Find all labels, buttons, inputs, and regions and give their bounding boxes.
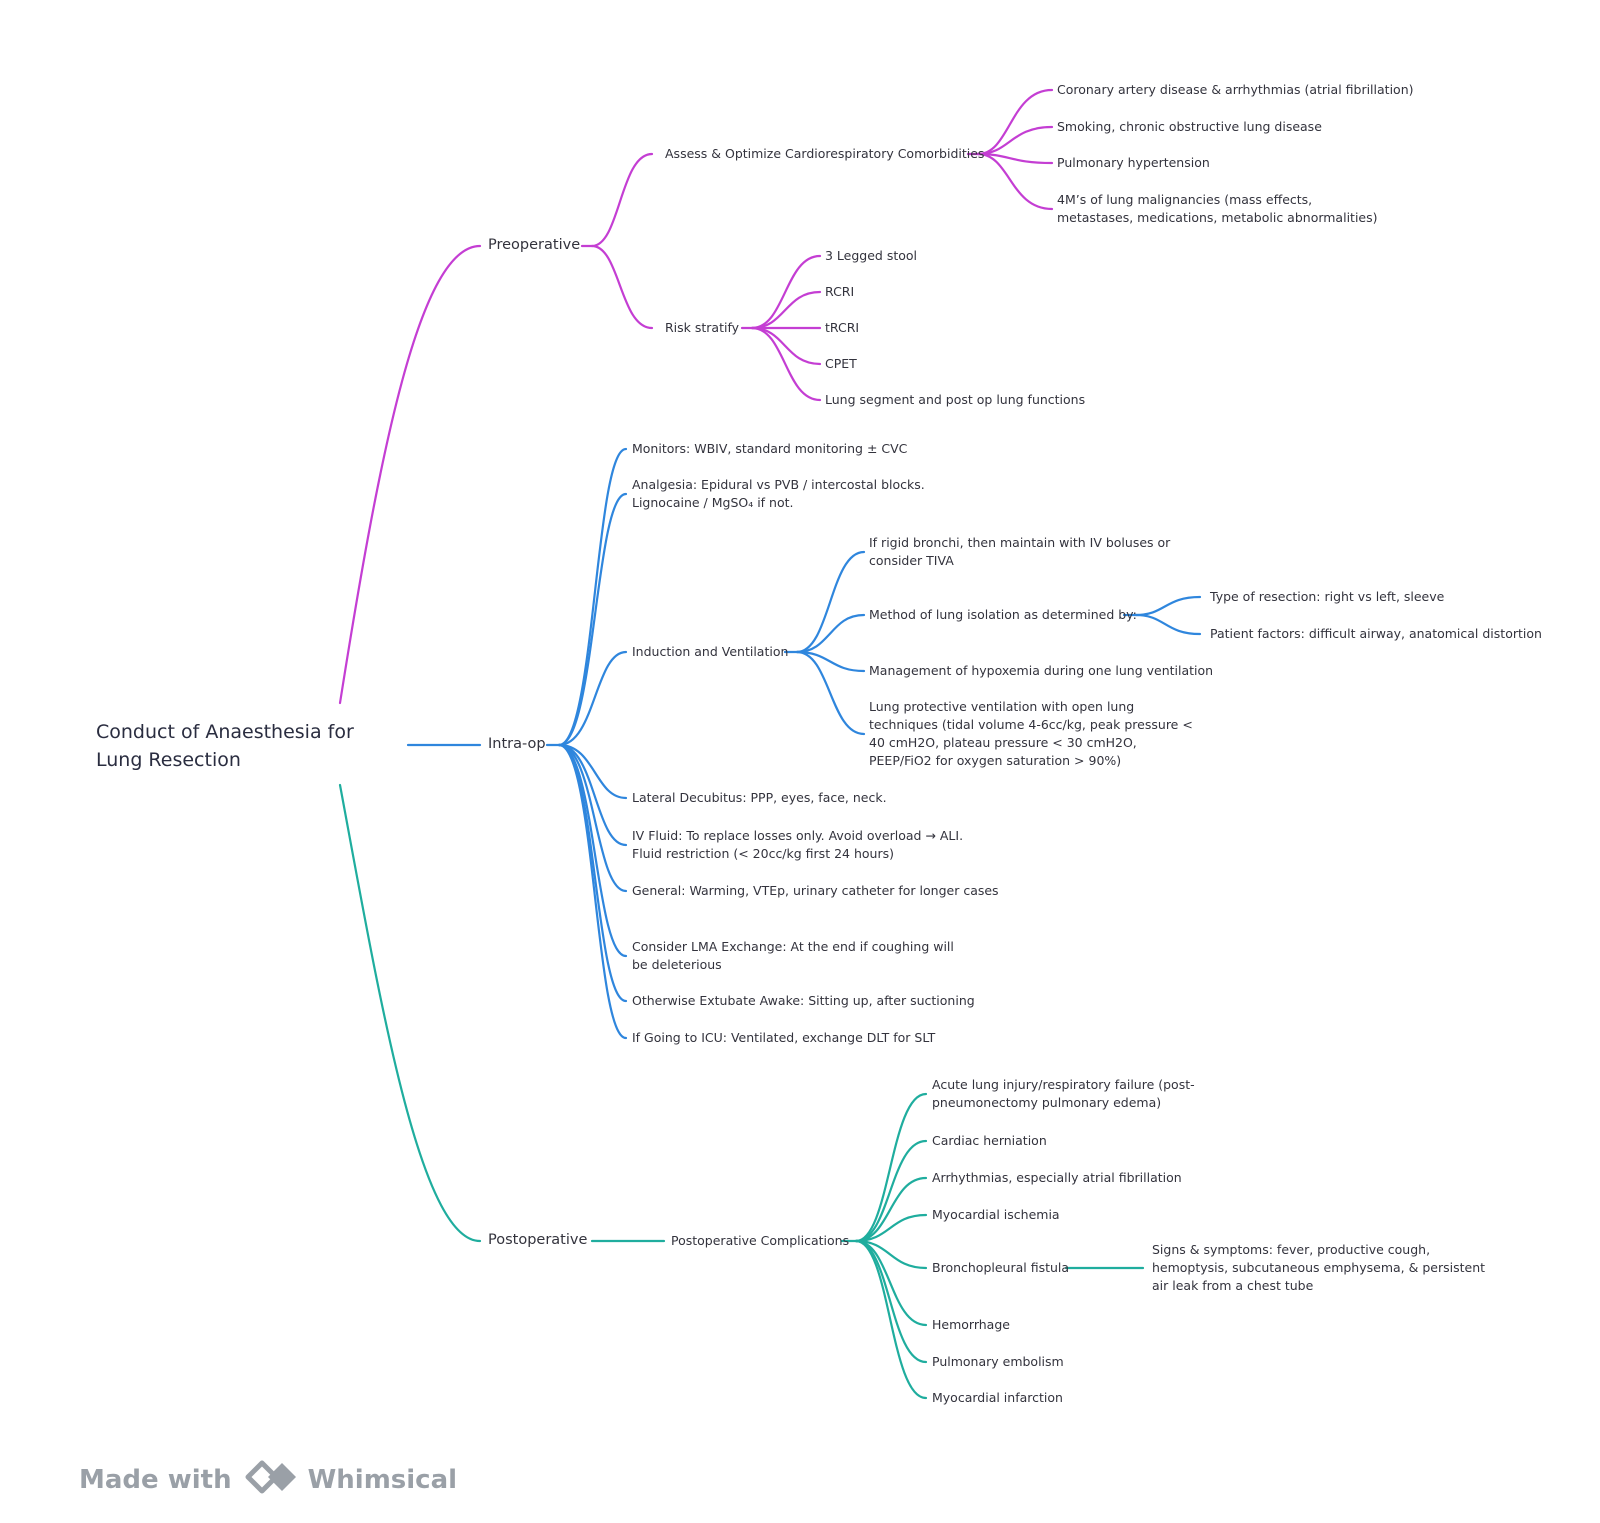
node-hypoxemia-management[interactable]: Management of hypoxemia during one lung … (869, 663, 1214, 678)
node-lma-exchange[interactable]: Consider LMA Exchange: At the end if cou… (632, 939, 954, 972)
node-myocardial-ischemia[interactable]: Myocardial ischemia (932, 1207, 1060, 1222)
node-hemorrhage[interactable]: Hemorrhage (932, 1317, 1010, 1332)
node-myocardial-infarction[interactable]: Myocardial infarction (932, 1390, 1063, 1405)
node-iv-fluid[interactable]: IV Fluid: To replace losses only. Avoid … (632, 828, 964, 861)
node-postoperative-complications[interactable]: Postoperative Complications (671, 1233, 850, 1248)
node-arrhythmias[interactable]: Arrhythmias, especially atrial fibrillat… (932, 1170, 1182, 1185)
intraop-connectors (406, 447, 1202, 1040)
node-cpet[interactable]: CPET (825, 356, 857, 371)
branch-intraop[interactable]: Intra-op (488, 736, 546, 752)
preop-connectors (338, 88, 1054, 705)
node-coronary-artery-disease[interactable]: Coronary artery disease & arrhythmias (a… (1057, 82, 1414, 97)
node-type-of-resection[interactable]: Type of resection: right vs left, sleeve (1210, 589, 1445, 604)
node-pulmonary-embolism[interactable]: Pulmonary embolism (932, 1354, 1064, 1369)
node-analgesia[interactable]: Analgesia: Epidural vs PVB / intercostal… (632, 477, 925, 510)
whimsical-wordmark: Whimsical (307, 1465, 458, 1495)
made-with-whimsical-badge[interactable]: Made with Whimsical (79, 1458, 457, 1502)
root-topic[interactable]: Conduct of Anaesthesia for Lung Resectio… (96, 721, 354, 771)
node-trcri[interactable]: tRCRI (825, 320, 860, 335)
node-general[interactable]: General: Warming, VTEp, urinary catheter… (632, 883, 999, 898)
node-bronchopleural-fistula[interactable]: Bronchopleural fistula (932, 1260, 1070, 1275)
node-extubate-awake[interactable]: Otherwise Extubate Awake: Sitting up, af… (632, 993, 975, 1008)
branch-preoperative[interactable]: Preoperative (488, 237, 581, 253)
node-induction-ventilation[interactable]: Induction and Ventilation (632, 644, 789, 659)
node-3-legged-stool[interactable]: 3 Legged stool (825, 248, 918, 263)
node-rcri[interactable]: RCRI (825, 284, 855, 299)
node-monitors[interactable]: Monitors: WBIV, standard monitoring ± CV… (632, 441, 908, 456)
node-icu[interactable]: If Going to ICU: Ventilated, exchange DL… (632, 1030, 936, 1045)
node-patient-factors[interactable]: Patient factors: difficult airway, anato… (1210, 626, 1542, 641)
branch-postoperative[interactable]: Postoperative (488, 1232, 588, 1248)
node-risk-stratify[interactable]: Risk stratify (665, 320, 740, 335)
node-smoking-copd[interactable]: Smoking, chronic obstructive lung diseas… (1057, 119, 1322, 134)
node-pulmonary-hypertension[interactable]: Pulmonary hypertension (1057, 155, 1210, 170)
postop-connectors (338, 783, 1145, 1400)
node-fistula-signs-symptoms[interactable]: Signs & symptoms: fever, productive coug… (1152, 1242, 1486, 1293)
node-acute-lung-injury[interactable]: Acute lung injury/respiratory failure (p… (932, 1077, 1195, 1110)
node-lung-isolation[interactable]: Method of lung isolation as determined b… (869, 607, 1137, 622)
made-with-label: Made with (79, 1465, 232, 1495)
node-lung-segment[interactable]: Lung segment and post op lung functions (825, 392, 1086, 407)
node-cardiac-herniation[interactable]: Cardiac herniation (932, 1133, 1047, 1148)
node-lateral-decubitus[interactable]: Lateral Decubitus: PPP, eyes, face, neck… (632, 790, 887, 805)
whimsical-logo-icon (244, 1457, 300, 1504)
node-4ms-lung-malignancies[interactable]: 4M’s of lung malignancies (mass effects,… (1057, 192, 1378, 225)
node-assess-optimize[interactable]: Assess & Optimize Cardiorespiratory Como… (665, 146, 985, 161)
node-rigid-bronchi[interactable]: If rigid bronchi, then maintain with IV … (869, 535, 1171, 568)
node-lung-protective-ventilation[interactable]: Lung protective ventilation with open lu… (869, 699, 1193, 768)
